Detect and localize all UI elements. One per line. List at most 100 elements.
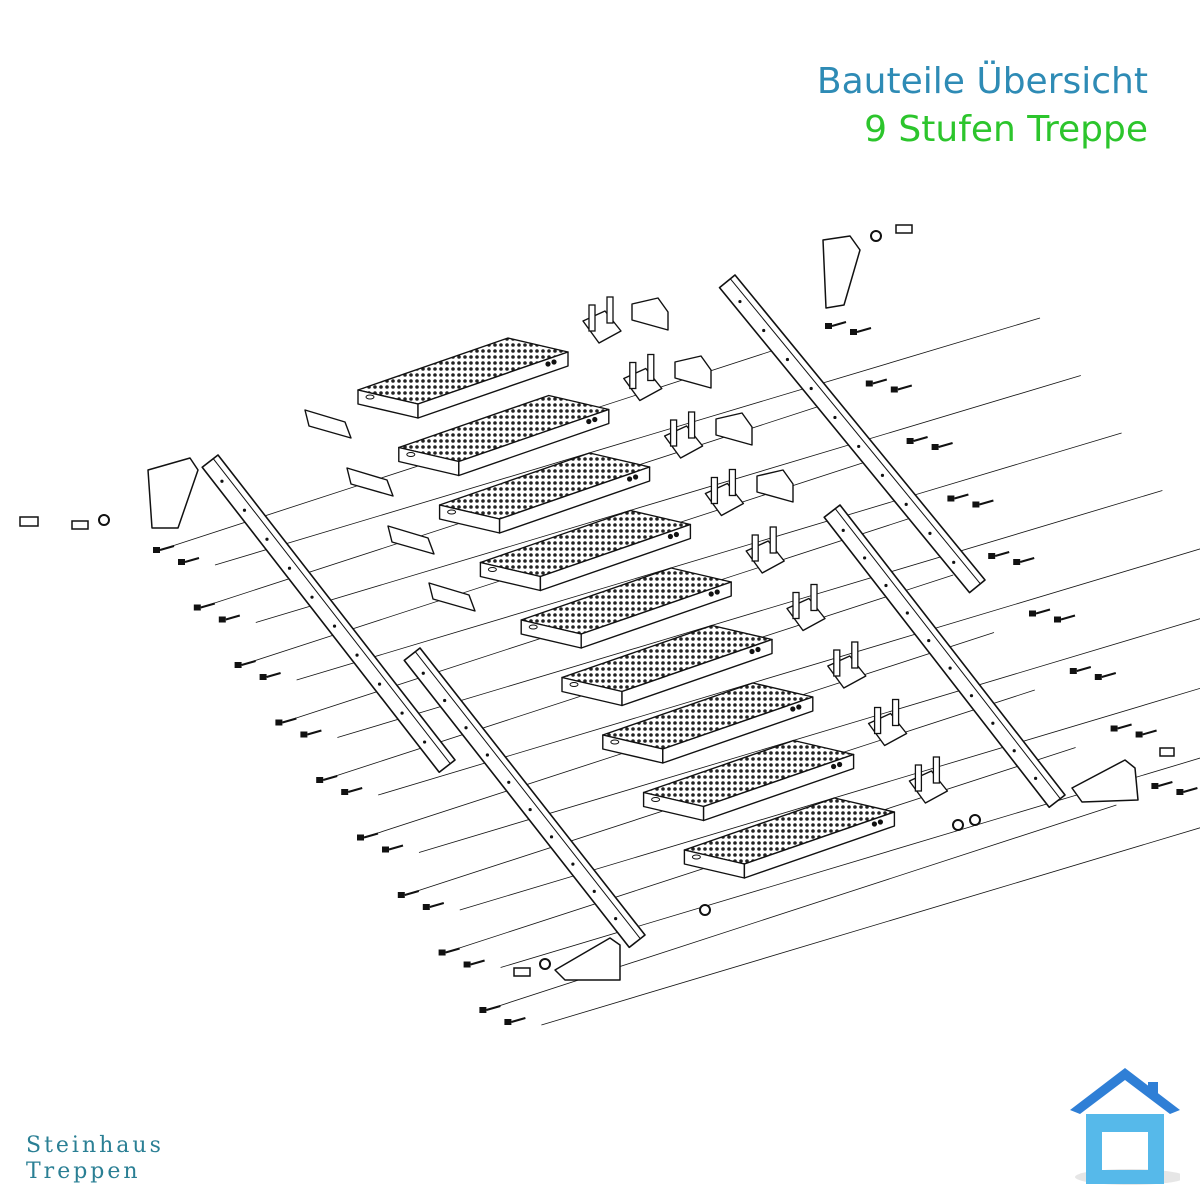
cover-plate-right <box>715 412 753 446</box>
bolt-shank <box>1158 781 1173 787</box>
parts <box>19 224 1198 1025</box>
bolt-shank <box>954 493 969 500</box>
clamp-pin <box>687 411 696 439</box>
clamp-pin <box>629 361 637 390</box>
stringer-left-back-hole <box>310 595 314 599</box>
stringer-right-front-hole <box>927 638 931 643</box>
bolt-shank <box>994 551 1010 557</box>
washer <box>969 814 981 826</box>
bolt-shank <box>388 844 404 851</box>
stringer-right-back-hole <box>857 444 861 449</box>
stringer-left-back-hole <box>287 566 292 570</box>
stringer-right-back-hole <box>880 473 885 477</box>
stringer-left-back-hole <box>332 624 337 628</box>
assembly-line <box>296 432 1122 681</box>
bolt-shank <box>159 545 175 551</box>
bolt <box>397 892 405 898</box>
tread-side-edge <box>621 638 773 707</box>
washer <box>699 904 711 916</box>
bolt <box>1013 559 1021 565</box>
stringer-left-back-hole <box>422 740 427 744</box>
clamp-pin <box>751 534 759 562</box>
anchor-bolt <box>1159 747 1175 757</box>
tread-bolt <box>831 763 837 770</box>
cover-plate-right <box>674 355 712 389</box>
stringer-left-back-hole <box>220 479 224 483</box>
bolt <box>931 444 939 450</box>
stringer-right-back-hole <box>785 357 790 362</box>
bolt-shank <box>307 729 322 736</box>
tread-slot <box>365 394 375 400</box>
washer <box>98 514 110 526</box>
assembly-line <box>418 618 1200 853</box>
tread-bolt <box>551 359 557 365</box>
floor-angle-right <box>1071 759 1139 803</box>
tread-slot <box>691 854 701 860</box>
clamp-pin <box>851 641 859 669</box>
bolt <box>1029 610 1036 617</box>
cover-plate-right <box>631 297 669 331</box>
anchor-bolt <box>71 520 89 530</box>
anchor-bolt <box>895 224 913 234</box>
tread-slot <box>528 624 538 630</box>
tread-bolt <box>545 361 551 367</box>
bolt <box>1069 668 1077 674</box>
tread-side-edge <box>417 351 569 419</box>
bolt-shank <box>404 890 420 896</box>
stringer-right-front-hole <box>1034 776 1038 780</box>
bolt-shank <box>1019 557 1035 563</box>
stringer-right-front-hole <box>948 666 952 670</box>
bolt-shank <box>470 959 485 966</box>
bolt <box>865 380 873 387</box>
cover-plate-left <box>387 525 435 555</box>
bolt-shank <box>486 1005 501 1011</box>
bolt-shank <box>445 947 460 954</box>
bolt <box>275 719 283 726</box>
clamp-pin <box>891 698 900 727</box>
bolt-shank <box>241 660 256 666</box>
tread-bolt <box>749 648 755 655</box>
title-block: Bauteile Übersicht 9 Stufen Treppe <box>817 58 1148 154</box>
tread-slot <box>610 739 620 745</box>
bolt-shank <box>511 1017 526 1023</box>
tread-bolt <box>592 416 598 423</box>
stringer-right-front-hole <box>905 611 909 615</box>
tread-slot <box>487 567 497 572</box>
bolt-shank <box>1101 672 1117 678</box>
tread-bolt <box>586 418 592 425</box>
bolt <box>153 547 160 553</box>
stringer-left-front-flange <box>414 651 641 940</box>
bolt <box>1110 725 1118 732</box>
stringer-right-front <box>823 504 1066 809</box>
stringer-left-back <box>201 454 456 774</box>
tread-side-edge <box>743 811 896 879</box>
bolt-shank <box>1076 666 1092 672</box>
bolt-shank <box>938 442 953 448</box>
washer <box>952 819 964 831</box>
assembly-line <box>378 548 1200 796</box>
tread-bolt <box>633 474 639 480</box>
bolt-shank <box>225 614 241 621</box>
cover-plate-left <box>304 409 352 439</box>
tread-slot <box>651 797 661 802</box>
bolt <box>357 834 364 841</box>
assembly-line <box>255 375 1081 623</box>
clamp-pin <box>669 419 678 447</box>
tread-bolt <box>755 646 761 653</box>
bolt <box>178 559 185 565</box>
tread-bolt <box>877 819 884 825</box>
stringer-right-back-flange <box>729 278 981 585</box>
stringer-right-back-hole <box>738 299 742 304</box>
tread-slot <box>447 509 457 515</box>
bolt <box>218 616 226 623</box>
stringer-left-front-hole <box>485 753 489 757</box>
tread-slot <box>406 452 416 457</box>
bolt <box>479 1007 487 1013</box>
tread-side-edge <box>458 408 610 477</box>
bolt <box>890 386 898 393</box>
stringer-left-back-hole <box>377 682 382 686</box>
tread-bolt <box>796 704 802 710</box>
washer <box>539 958 551 970</box>
bolt <box>259 674 267 680</box>
